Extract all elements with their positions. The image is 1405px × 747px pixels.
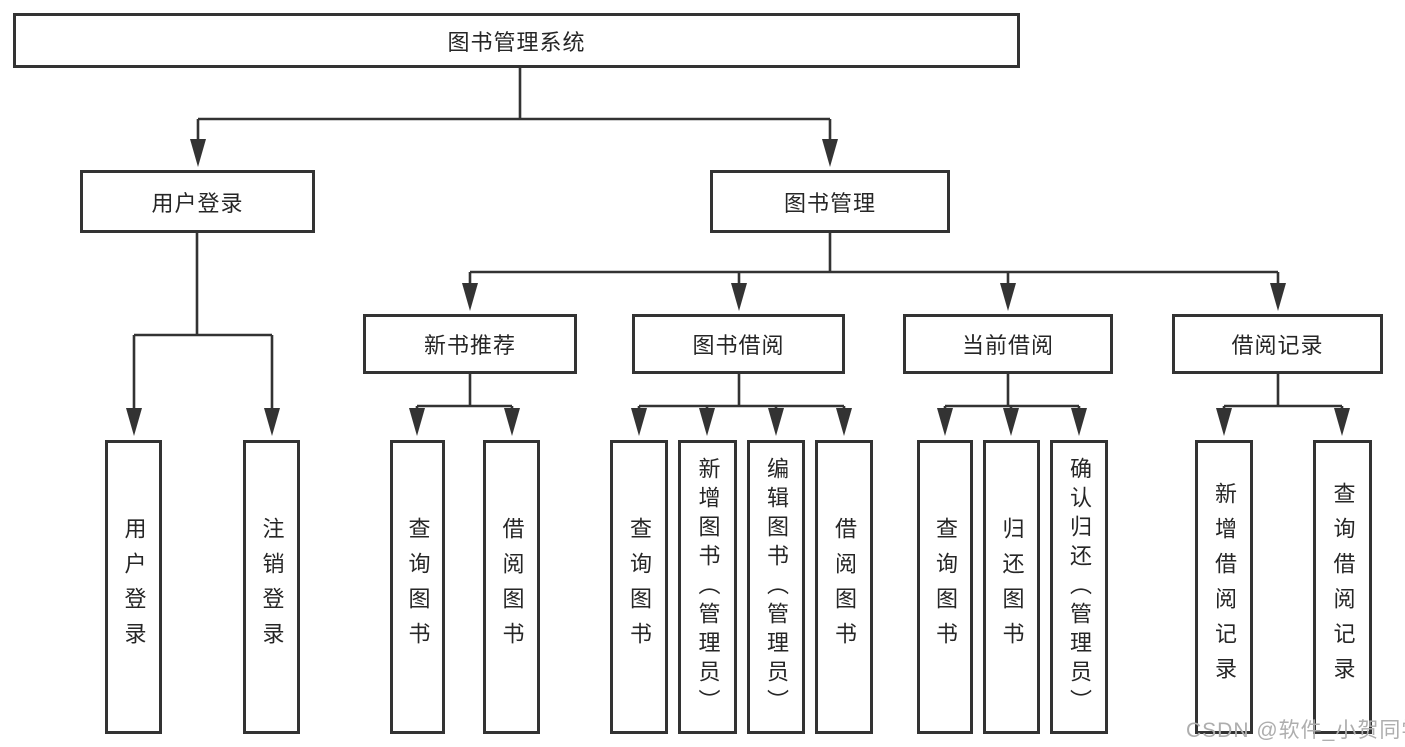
node-current-borrow-label: 当前借阅 — [961, 333, 1054, 358]
node-book-borrow: 图书借阅 — [632, 314, 845, 374]
node-new-book-recommend-label: 新书推荐 — [423, 333, 516, 358]
node-book-borrow-label: 图书借阅 — [692, 333, 785, 358]
node-user-login: 用户登录 — [80, 170, 315, 233]
leaf-add-book-admin: 新增图书（管理员） — [678, 440, 737, 734]
leaf-add-borrow-record: 新增借阅记录 — [1195, 440, 1253, 734]
node-current-borrow: 当前借阅 — [903, 314, 1113, 374]
leaf-query-books-borrow: 查询图书 — [610, 440, 668, 734]
leaf-logout-login: 注销登录 — [243, 440, 300, 734]
leaf-query-borrow-record: 查询借阅记录 — [1313, 440, 1372, 734]
leaf-edit-book-admin: 编辑图书（管理员） — [747, 440, 805, 734]
leaf-user-login: 用户登录 — [105, 440, 162, 734]
node-book-management: 图书管理 — [710, 170, 950, 233]
node-new-book-recommend: 新书推荐 — [363, 314, 577, 374]
node-library-system: 图书管理系统 — [13, 13, 1020, 68]
leaf-confirm-return-admin: 确认归还（管理员） — [1050, 440, 1108, 734]
node-user-login-label: 用户登录 — [151, 190, 244, 216]
node-borrow-records: 借阅记录 — [1172, 314, 1383, 374]
node-library-system-label: 图书管理系统 — [447, 29, 586, 55]
leaf-borrow-books-recommend: 借阅图书 — [483, 440, 540, 734]
node-borrow-records-label: 借阅记录 — [1231, 333, 1324, 358]
leaf-query-books-recommend: 查询图书 — [390, 440, 445, 734]
leaf-query-books-current: 查询图书 — [917, 440, 973, 734]
leaf-return-books: 归还图书 — [983, 440, 1040, 734]
node-book-management-label: 图书管理 — [783, 190, 876, 216]
csdn-watermark: CSDN @软件_小贺同学 — [1186, 719, 1405, 742]
leaf-borrow-books: 借阅图书 — [815, 440, 873, 734]
